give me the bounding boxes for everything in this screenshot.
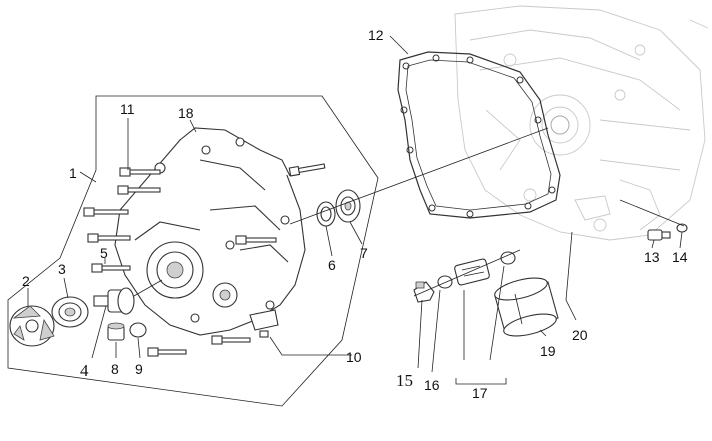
crankcase-cover-part-18 xyxy=(114,127,306,336)
callout-8: 8 xyxy=(111,361,119,377)
callout-7: 7 xyxy=(360,245,368,261)
bearing-part-7 xyxy=(335,189,361,223)
callout-9: 9 xyxy=(135,361,143,377)
oil-filter-part-19 xyxy=(494,277,559,337)
bolt-group-part-5 xyxy=(83,207,277,357)
shaft-part-4 xyxy=(93,279,163,315)
callout-labels: 1 2 3 4 5 6 7 8 9 10 11 12 13 14 15 16 1… xyxy=(22,27,688,401)
callout-19: 19 xyxy=(540,343,556,359)
plug-part-8 xyxy=(107,322,125,341)
callout-15: 15 xyxy=(396,371,413,390)
callout-14: 14 xyxy=(672,249,688,265)
fastener-part-10 xyxy=(259,330,269,338)
callout-16: 16 xyxy=(424,377,440,393)
callout-11: 11 xyxy=(120,101,135,117)
seal-part-3 xyxy=(51,296,89,328)
leader-lines xyxy=(27,35,683,385)
seal-part-6 xyxy=(316,201,336,227)
assembly-frame-part-1 xyxy=(7,95,379,407)
callout-2: 2 xyxy=(22,273,30,289)
o-ring-part-9 xyxy=(129,322,147,338)
callout-3: 3 xyxy=(58,261,66,277)
gasket-part-12 xyxy=(397,51,561,219)
bolt-group-part-11 xyxy=(117,163,326,195)
callout-5: 5 xyxy=(100,245,108,261)
callout-17: 17 xyxy=(472,385,488,401)
callout-6: 6 xyxy=(328,257,336,273)
callout-13: 13 xyxy=(644,249,660,265)
callout-1: 1 xyxy=(69,165,77,181)
engine-block xyxy=(454,5,709,241)
bearing-axis-line xyxy=(289,127,549,225)
sensor-part-13 xyxy=(647,229,671,241)
filter-axis-line xyxy=(413,249,521,297)
callout-12: 12 xyxy=(368,27,384,43)
callout-18: 18 xyxy=(178,105,194,121)
callout-4: 4 xyxy=(80,361,89,380)
filter-insert-part-17 xyxy=(454,251,516,286)
sensor-axis-line xyxy=(619,199,685,227)
impeller-part-2 xyxy=(9,305,55,347)
callout-20: 20 xyxy=(572,327,588,343)
callout-10: 10 xyxy=(346,349,362,365)
o-ring-part-16 xyxy=(437,275,453,289)
